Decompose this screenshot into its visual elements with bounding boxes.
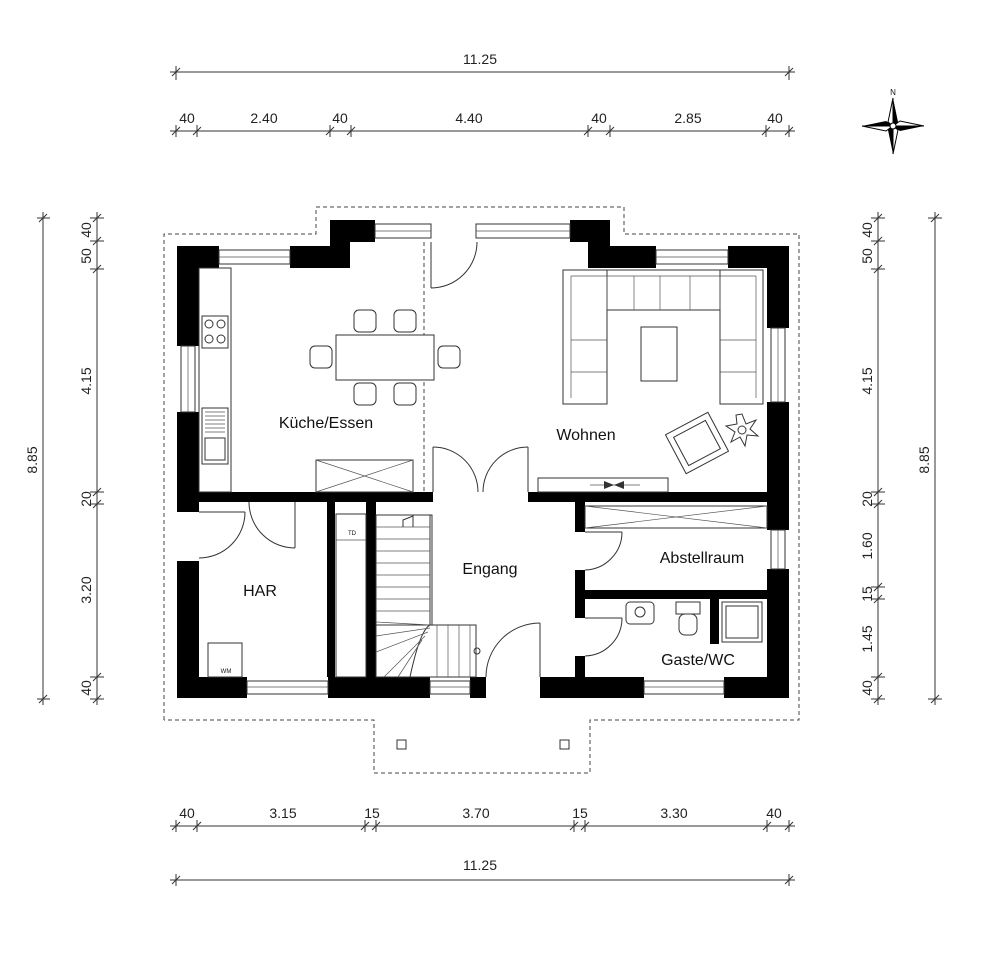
bottom-seg-6: 3.30	[660, 805, 687, 821]
storage-shelf	[584, 505, 768, 529]
top-seg-5: 40	[591, 110, 607, 126]
right-dimensions: 8.85 40 50 4.15 20 1.60 15 1.45 40	[859, 212, 942, 705]
top-seg-2: 2.40	[250, 110, 277, 126]
washbasin-icon	[625, 601, 655, 625]
room-label-abstellraum: Abstellraum	[660, 550, 744, 567]
toilet-tank-icon	[675, 601, 701, 615]
bottom-seg-3: 15	[364, 805, 380, 821]
har-appliances: TD WM	[207, 513, 367, 678]
right-seg-3: 4.15	[859, 367, 875, 394]
bottom-dimensions: 40 3.15 15 3.70 15 3.30 40 11.25	[170, 805, 795, 886]
left-seg-3: 4.15	[78, 367, 94, 394]
right-seg-4: 20	[859, 491, 875, 507]
bottom-seg-5: 15	[572, 805, 588, 821]
room-label-gaeste-wc: Gaste/WC	[661, 652, 735, 669]
left-seg-4: 20	[78, 491, 94, 507]
exterior-walls	[177, 220, 789, 698]
right-seg-7: 1.45	[859, 625, 875, 652]
sofa-sectional	[562, 269, 764, 405]
tv-sideboard	[537, 477, 669, 493]
top-total-dim: 11.25	[463, 51, 497, 67]
bottom-seg-4: 3.70	[462, 805, 489, 821]
dining-table	[309, 309, 461, 406]
right-seg-2: 50	[859, 248, 875, 264]
left-seg-5: 3.20	[78, 576, 94, 603]
left-seg-2: 50	[78, 248, 94, 264]
top-seg-4: 4.40	[455, 110, 482, 126]
room-label-wohnen: Wohnen	[556, 427, 615, 444]
left-seg-1: 40	[78, 222, 94, 238]
right-seg-5: 1.60	[859, 532, 875, 559]
dryer-label: TD	[348, 531, 357, 537]
right-total-dim: 8.85	[916, 446, 932, 473]
toilet-icon	[678, 613, 698, 636]
room-label-har: HAR	[243, 583, 277, 600]
bottom-seg-7: 40	[766, 805, 782, 821]
interior-walls	[199, 492, 767, 677]
kitchen-cabinet	[315, 459, 414, 493]
top-seg-1: 40	[179, 110, 195, 126]
plant-icon	[724, 413, 760, 448]
bottom-total-dim: 11.25	[463, 857, 497, 873]
room-label-engang: Engang	[462, 561, 517, 578]
staircase	[375, 514, 481, 678]
armchair	[664, 411, 730, 475]
wc-fixtures	[625, 601, 763, 643]
windows	[180, 223, 786, 695]
sink-icon	[201, 407, 229, 465]
washer-icon	[207, 642, 243, 678]
bottom-seg-2: 3.15	[269, 805, 296, 821]
top-seg-7: 40	[767, 110, 783, 126]
left-total-dim: 8.85	[24, 446, 40, 473]
compass-north-label: N	[890, 88, 896, 97]
left-dimensions: 8.85 40 50 4.15 20 3.20 40	[24, 212, 104, 705]
bottom-seg-1: 40	[179, 805, 195, 821]
top-seg-6: 2.85	[674, 110, 701, 126]
roof-overhang-outline	[163, 206, 800, 774]
pillar-right	[559, 739, 570, 750]
washer-label: WM	[221, 669, 232, 675]
top-dimensions: 11.25 40 2.40 40 4.40 40 2.85 40	[170, 51, 795, 137]
right-seg-1: 40	[859, 222, 875, 238]
top-seg-3: 40	[332, 110, 348, 126]
left-seg-6: 40	[78, 680, 94, 696]
right-seg-6: 15	[859, 586, 875, 602]
doors	[198, 241, 623, 678]
room-label-kueche: Küche/Essen	[279, 415, 373, 432]
compass-icon: N	[861, 88, 925, 155]
right-seg-8: 40	[859, 680, 875, 696]
coffee-table	[640, 326, 678, 382]
shower-icon	[721, 601, 763, 643]
kitchen-counter	[198, 267, 232, 493]
pillar-left	[396, 739, 407, 750]
